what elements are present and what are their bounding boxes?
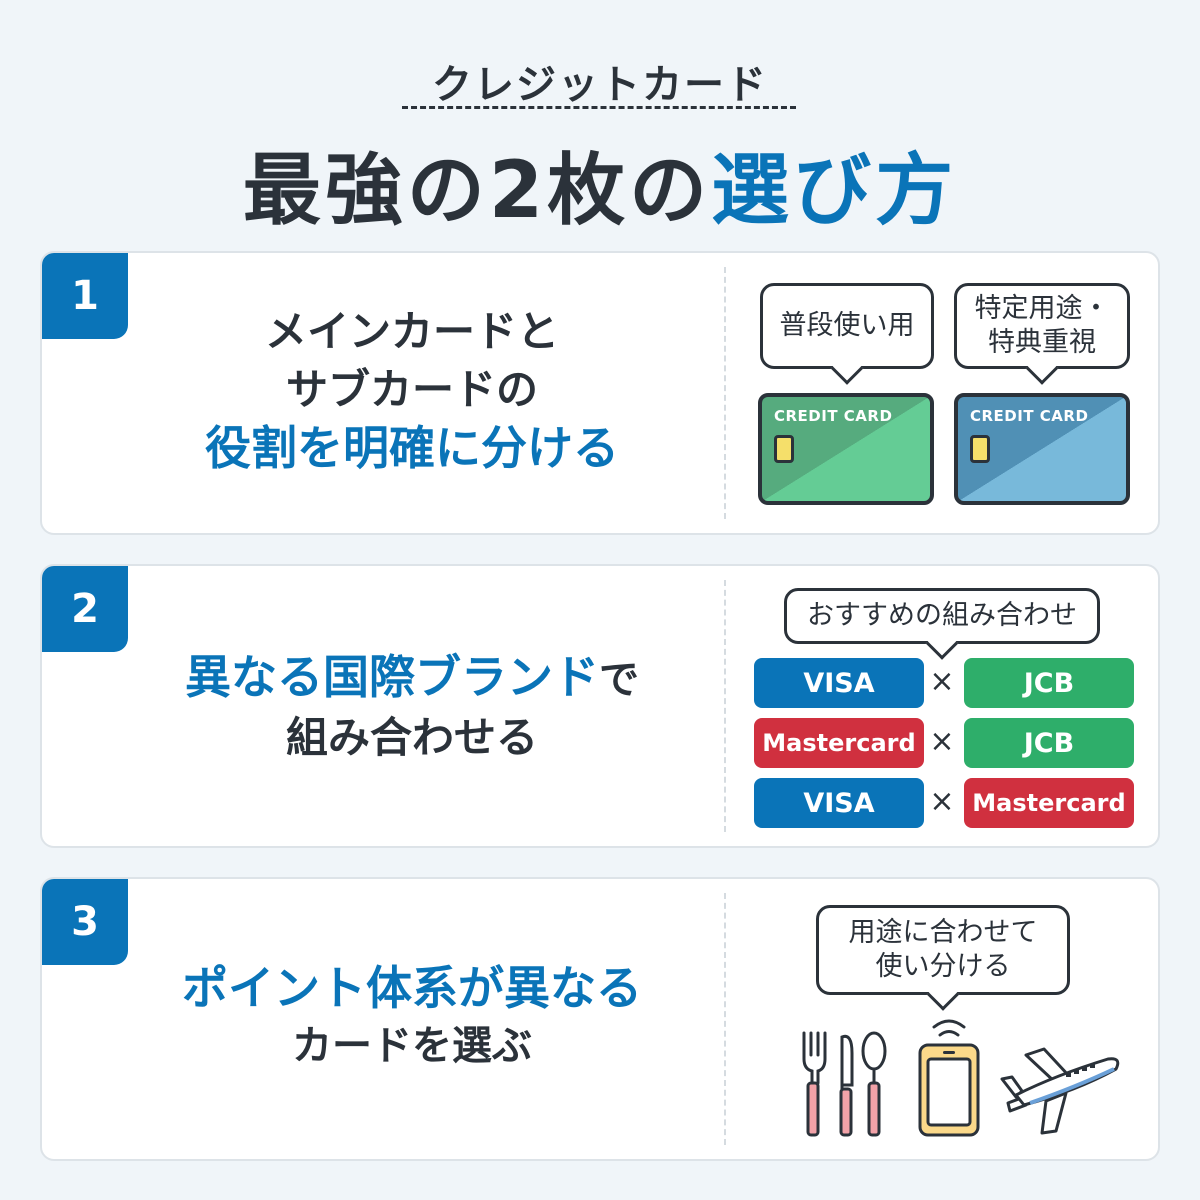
card-label: CREDIT CARD	[970, 407, 1089, 425]
section-3-heading: ポイント体系が異なる カードを選ぶ	[102, 959, 722, 1075]
brand-jcb: JCB	[964, 718, 1134, 768]
airplane-icon	[1000, 1047, 1120, 1135]
brand-jcb: JCB	[964, 658, 1134, 708]
heading-line: カードを選ぶ	[292, 1023, 532, 1069]
section-number-badge: 3	[42, 879, 128, 965]
cutlery-icon	[802, 1031, 887, 1137]
section-2-heading: 異なる国際ブランドで 組み合わせる	[102, 648, 722, 767]
chip-icon	[970, 435, 990, 463]
times-icon: ×	[929, 664, 955, 699]
bubble-text: 用途に合わせて	[848, 917, 1038, 948]
bubble-text: 使い分ける	[875, 951, 1011, 982]
heading-highlight: 異なる国際ブランド	[185, 650, 599, 704]
heading-suffix: で	[599, 657, 639, 703]
section-number-badge: 2	[42, 566, 128, 652]
section-divider	[724, 580, 726, 832]
bubble-text: おすすめの組み合わせ	[807, 600, 1077, 631]
speech-bubble-special: 特定用途・ 特典重視	[954, 283, 1130, 369]
section-1-panel: 1 メインカードと サブカードの 役割を明確に分ける 普段使い用 特定用途・ 特…	[40, 251, 1160, 535]
section-3-panel: 3 ポイント体系が異なる カードを選ぶ 用途に合わせて 使い分ける	[40, 877, 1160, 1161]
speech-bubble-everyday: 普段使い用	[760, 283, 934, 369]
bubble-text: 特定用途・	[974, 293, 1110, 324]
heading-line-highlight: 役割を明確に分ける	[205, 421, 619, 475]
section-number-badge: 1	[42, 253, 128, 339]
subtitle-underline	[402, 106, 796, 109]
section-2-panel: 2 異なる国際ブランドで 組み合わせる おすすめの組み合わせ VISA × JC…	[40, 564, 1160, 848]
section-1-heading: メインカードと サブカードの 役割を明確に分ける	[102, 303, 722, 477]
section-divider	[724, 893, 726, 1145]
times-icon: ×	[929, 784, 955, 819]
title-main: 最強の2枚の	[242, 146, 712, 236]
bubble-text: 普段使い用	[779, 310, 915, 341]
heading-line: 組み合わせる	[285, 713, 538, 762]
card-label: CREDIT CARD	[774, 407, 893, 425]
subtitle: クレジットカード	[432, 62, 768, 108]
brand-mastercard: Mastercard	[754, 718, 924, 768]
chip-icon	[774, 435, 794, 463]
smartphone-contactless-icon	[918, 1019, 980, 1137]
credit-card-green-icon: CREDIT CARD	[758, 393, 934, 505]
speech-bubble-recommend: おすすめの組み合わせ	[784, 588, 1100, 644]
heading-line: サブカードの	[285, 365, 538, 414]
credit-card-blue-icon: CREDIT CARD	[954, 393, 1130, 505]
heading-line-highlight: ポイント体系が異なる	[182, 961, 642, 1015]
brand-visa: VISA	[754, 658, 924, 708]
section-divider	[724, 267, 726, 519]
title-accent: 選び方	[711, 146, 958, 236]
bubble-text: 特典重視	[988, 327, 1096, 358]
brand-mastercard: Mastercard	[964, 778, 1134, 828]
times-icon: ×	[929, 724, 955, 759]
heading-line: メインカードと	[264, 307, 559, 356]
speech-bubble-usage: 用途に合わせて 使い分ける	[816, 905, 1070, 995]
page-title: 最強の2枚の選び方	[0, 128, 1200, 240]
brand-visa: VISA	[754, 778, 924, 828]
